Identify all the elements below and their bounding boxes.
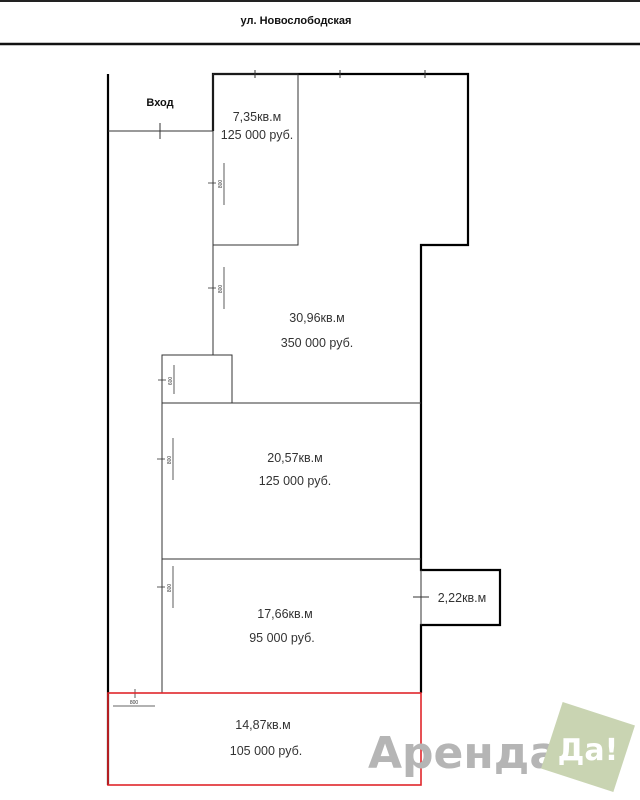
room-price: 105 000 руб. [230,744,303,758]
street-name: ул. Новослободская [241,15,352,27]
outer-walls [106,72,502,785]
dim-label: 800 [167,584,173,593]
room-area: 14,87кв.м [235,718,290,732]
logo: Аренда Да! [368,701,635,793]
room-area: 30,96кв.м [289,311,344,325]
logo-word: Аренда [368,728,559,779]
room-area: 7,35кв.м [233,110,282,124]
dim-label: 800 [130,700,139,706]
room-price: 125 000 руб. [221,128,294,142]
room-area: 17,66кв.м [257,607,312,621]
inner-walls [108,70,429,693]
entrance-label: Вход [146,97,173,109]
dim-label: 800 [167,456,173,465]
highlighted-room[interactable] [107,692,422,786]
room-price: 125 000 руб. [259,474,332,488]
room-area: 20,57кв.м [267,451,322,465]
dim-label: 800 [218,285,224,294]
dim-label: 800 [218,180,224,189]
dimension-marks [113,163,225,707]
room-price: 95 000 руб. [249,631,315,645]
logo-badge-text: Да! [558,733,619,768]
room-price: 350 000 руб. [281,336,354,350]
dim-label: 600 [168,377,174,386]
room-area: 2,22кв.м [438,591,487,605]
logo-badge [541,701,635,793]
